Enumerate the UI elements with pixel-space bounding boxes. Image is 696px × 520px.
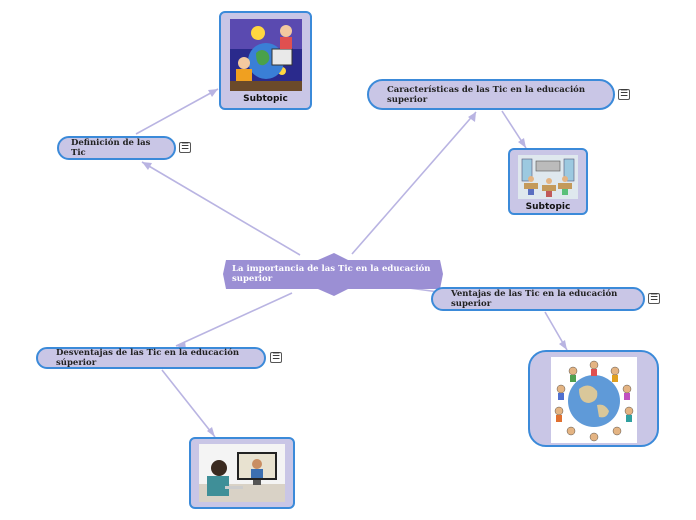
world-people-globe-image — [550, 357, 637, 443]
children-computer-globe-image — [229, 19, 302, 91]
ventajas-image-node[interactable] — [528, 350, 659, 447]
topic-definicion[interactable]: Definición de las Tic — [57, 136, 176, 160]
subtopic-caracteristicas[interactable]: Subtopic — [508, 148, 588, 215]
subtopic-definicion[interactable]: Subtopic — [219, 11, 312, 110]
central-topic-label: La importancia de las Tic en la educació… — [232, 264, 431, 284]
topic-ventajas-label: Ventajas de las Tic en la educación supe… — [451, 289, 618, 309]
note-icon[interactable]: ☰ — [648, 293, 660, 304]
central-topic[interactable]: La importancia de las Tic en la educació… — [222, 253, 444, 296]
note-icon[interactable]: ☰ — [179, 142, 191, 153]
topic-caracteristicas-label: Características de las Tic en la educaci… — [387, 84, 586, 105]
note-icon[interactable]: ☰ — [270, 352, 282, 363]
student-video-call-image — [199, 444, 285, 502]
note-icon[interactable]: ☰ — [618, 89, 630, 100]
central-topic-shape — [223, 253, 443, 296]
classroom-image — [518, 155, 578, 199]
topic-ventajas[interactable]: Ventajas de las Tic en la educación supe… — [431, 287, 645, 311]
topic-definicion-label: Definición de las Tic — [71, 138, 151, 158]
topic-desventajas[interactable]: Desventajas de las Tic en la educación s… — [36, 347, 266, 369]
subtopic-definicion-label: Subtopic — [243, 94, 288, 104]
subtopic-caracteristicas-label: Subtopic — [525, 202, 571, 212]
topic-desventajas-label: Desventajas de las Tic en la educación s… — [56, 348, 240, 368]
topic-caracteristicas[interactable]: Características de las Tic en la educaci… — [367, 79, 615, 110]
desventajas-image-node[interactable] — [189, 437, 295, 509]
